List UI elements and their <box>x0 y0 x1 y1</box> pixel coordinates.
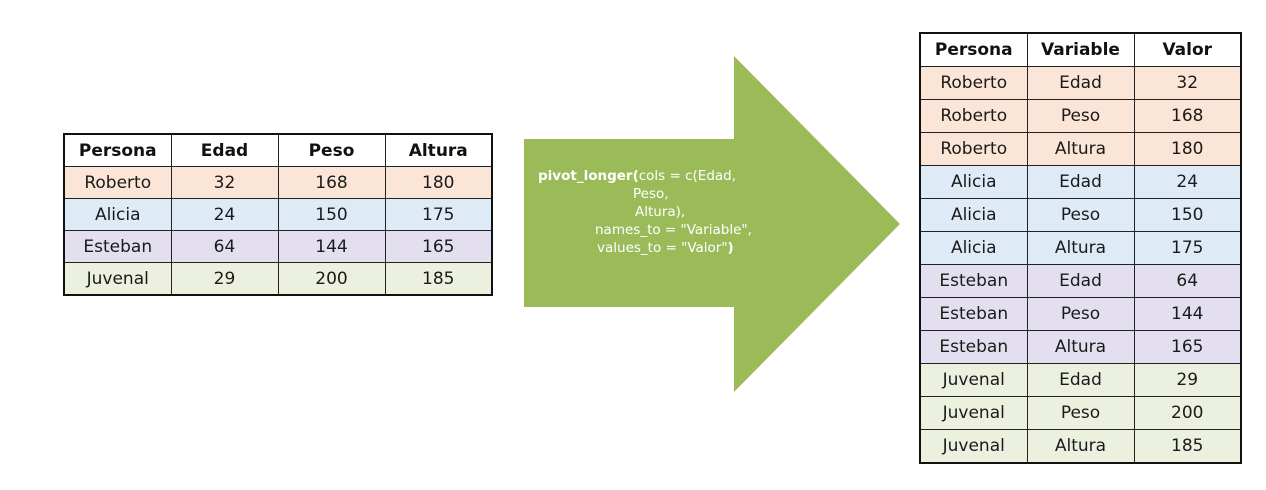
table-cell: Edad <box>1026 165 1135 199</box>
table-cell: 64 <box>170 230 279 263</box>
table-cell: Juvenal <box>919 363 1028 397</box>
long-table-header-cell: Valor <box>1133 32 1242 67</box>
table-cell: 175 <box>384 198 493 231</box>
table-cell: 29 <box>1133 363 1242 397</box>
code-line-5: values_to = "Valor") <box>538 239 808 257</box>
wide-table-header-cell: Persona <box>63 133 172 167</box>
table-cell: 29 <box>170 262 279 296</box>
long-table-header-cell: Variable <box>1026 32 1135 67</box>
table-cell: 32 <box>1133 66 1242 100</box>
table-cell: Alicia <box>919 198 1028 232</box>
table-cell: Edad <box>1026 363 1135 397</box>
table-cell: Peso <box>1026 99 1135 133</box>
table-cell: 24 <box>170 198 279 231</box>
table-cell: Peso <box>1026 297 1135 331</box>
code-close-paren: ) <box>727 240 734 256</box>
table-cell: Roberto <box>919 66 1028 100</box>
table-cell: Esteban <box>919 264 1028 298</box>
table-cell: 165 <box>1133 330 1242 364</box>
table-cell: Roberto <box>919 132 1028 166</box>
table-cell: 150 <box>277 198 386 231</box>
table-cell: Altura <box>1026 132 1135 166</box>
code-values-arg: values_to = "Valor" <box>597 240 728 256</box>
table-cell: Altura <box>1026 231 1135 265</box>
table-cell: Peso <box>1026 198 1135 232</box>
arrow-shape <box>524 56 900 392</box>
table-cell: 144 <box>1133 297 1242 331</box>
wide-table-header-cell: Peso <box>277 133 386 167</box>
table-cell: 24 <box>1133 165 1242 199</box>
table-cell: 168 <box>277 166 386 199</box>
table-cell: Esteban <box>919 297 1028 331</box>
table-cell: Alicia <box>63 198 172 231</box>
table-cell: 150 <box>1133 198 1242 232</box>
table-cell: 180 <box>1133 132 1242 166</box>
table-cell: Peso <box>1026 396 1135 430</box>
table-cell: 165 <box>384 230 493 263</box>
table-cell: Roberto <box>63 166 172 199</box>
code-line-4: names_to = "Variable", <box>595 222 752 238</box>
long-table-header-cell: Persona <box>919 32 1028 67</box>
table-cell: Roberto <box>919 99 1028 133</box>
table-cell: Esteban <box>919 330 1028 364</box>
table-cell: 200 <box>277 262 386 296</box>
table-cell: 175 <box>1133 231 1242 265</box>
table-cell: 185 <box>384 262 493 296</box>
table-cell: 168 <box>1133 99 1242 133</box>
table-cell: Altura <box>1026 429 1135 464</box>
table-cell: Juvenal <box>63 262 172 296</box>
table-cell: Edad <box>1026 66 1135 100</box>
table-cell: Edad <box>1026 264 1135 298</box>
table-cell: Alicia <box>919 165 1028 199</box>
transform-arrow <box>524 56 900 392</box>
table-cell: 144 <box>277 230 386 263</box>
table-cell: Altura <box>1026 330 1135 364</box>
table-cell: 185 <box>1133 429 1242 464</box>
wide-table-header-cell: Edad <box>170 133 279 167</box>
code-open-paren: ( <box>632 168 639 184</box>
table-cell: Juvenal <box>919 396 1028 430</box>
code-cols-arg: cols = c(Edad, <box>638 168 737 184</box>
code-line-2: Peso, <box>633 186 669 202</box>
table-cell: Juvenal <box>919 429 1028 464</box>
table-cell: 180 <box>384 166 493 199</box>
wide-table-header-cell: Altura <box>384 133 493 167</box>
code-line-3: Altura), <box>635 204 686 220</box>
table-cell: Esteban <box>63 230 172 263</box>
code-line-1: pivot_longer(cols = c(Edad, <box>538 167 808 185</box>
table-cell: 32 <box>170 166 279 199</box>
code-function-name: pivot_longer <box>538 168 633 184</box>
table-cell: Alicia <box>919 231 1028 265</box>
table-cell: 64 <box>1133 264 1242 298</box>
table-cell: 200 <box>1133 396 1242 430</box>
pivot-longer-code: pivot_longer(cols = c(Edad, Peso, Altura… <box>538 167 808 257</box>
